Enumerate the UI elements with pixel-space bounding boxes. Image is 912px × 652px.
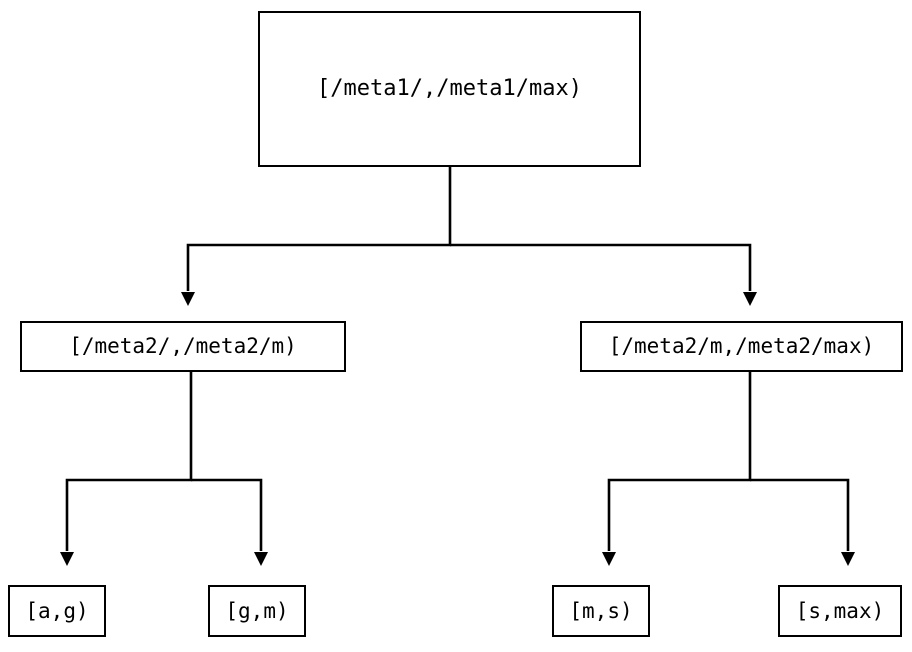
edge-root-to-meta2-high <box>450 243 757 306</box>
tree-node-label: [g,m) <box>225 598 289 623</box>
arrowhead-icon <box>743 292 757 306</box>
tree-node-label: [s,max) <box>795 598 885 623</box>
tree-node-label: [/meta2/m,/meta2/max) <box>608 334 875 358</box>
arrowhead-icon <box>181 292 195 306</box>
edge-root-to-meta2-low <box>181 167 452 306</box>
tree-node-root[interactable]: [/meta1/,/meta1/max) <box>258 11 641 167</box>
edge-meta2-high-to-leaf-smax <box>750 478 855 566</box>
arrowhead-icon <box>60 552 74 566</box>
tree-node-leaf-smax[interactable]: [s,max) <box>778 585 902 637</box>
arrowhead-icon <box>841 552 855 566</box>
tree-node-label: [/meta1/,/meta1/max) <box>317 76 582 101</box>
tree-node-label: [m,s) <box>569 598 633 623</box>
tree-node-leaf-gm[interactable]: [g,m) <box>208 585 306 637</box>
tree-node-leaf-ms[interactable]: [m,s) <box>552 585 650 637</box>
tree-node-leaf-ag[interactable]: [a,g) <box>8 585 106 637</box>
arrowhead-icon <box>254 552 268 566</box>
edge-meta2-high-to-leaf-ms <box>602 372 752 566</box>
edge-meta2-low-to-leaf-gm <box>191 478 268 566</box>
tree-node-meta2-high[interactable]: [/meta2/m,/meta2/max) <box>580 321 903 372</box>
edge-meta2-low-to-leaf-ag <box>60 372 193 566</box>
tree-node-label: [a,g) <box>25 598 89 623</box>
tree-node-meta2-low[interactable]: [/meta2/,/meta2/m) <box>20 321 346 372</box>
tree-node-label: [/meta2/,/meta2/m) <box>69 334 297 358</box>
arrowhead-icon <box>602 552 616 566</box>
